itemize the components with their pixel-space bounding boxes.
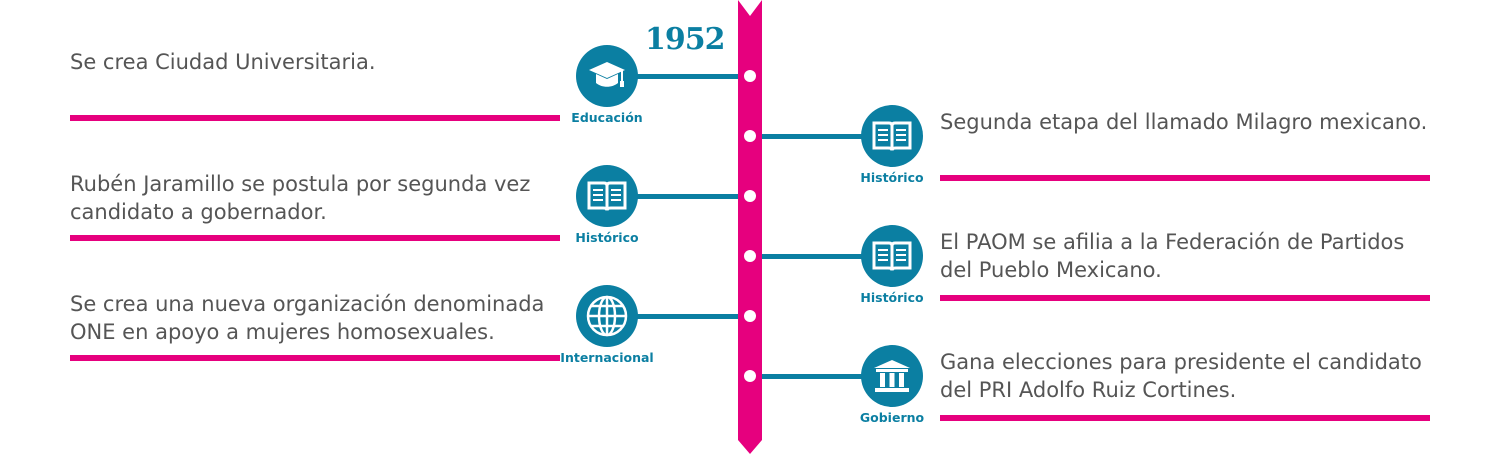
book-icon — [871, 119, 913, 153]
connector-line — [762, 254, 862, 259]
event-text: Se crea una nueva organización denominad… — [70, 292, 545, 344]
connector-line — [637, 74, 738, 79]
timeline-dot — [744, 190, 756, 202]
event-text: Segunda etapa del llamado Milagro mexica… — [940, 110, 1428, 134]
event-underline — [940, 415, 1430, 421]
category-badge — [861, 105, 923, 167]
globe-icon — [585, 294, 629, 338]
timeline-dot — [744, 130, 756, 142]
category-badge — [576, 165, 638, 227]
connector-line — [762, 134, 862, 139]
event-text: Rubén Jaramillo se postula por segunda v… — [70, 172, 531, 224]
book-icon — [871, 239, 913, 273]
timeline-dot — [744, 370, 756, 382]
category-badge — [576, 285, 638, 347]
government-building-icon — [872, 358, 912, 394]
year-label: 1952 — [645, 22, 725, 57]
event-underline — [940, 295, 1430, 301]
category-label: Histórico — [575, 230, 639, 245]
category-badge — [861, 345, 923, 407]
category-label: Internacional — [560, 350, 654, 365]
connector-line — [637, 194, 738, 199]
category-label: Histórico — [860, 290, 924, 305]
category-label: Educación — [571, 110, 643, 125]
event-text: Se crea Ciudad Universitaria. — [70, 50, 376, 74]
event-underline — [70, 355, 560, 361]
event-text: El PAOM se afilia a la Federación de Par… — [940, 230, 1405, 282]
event-underline — [70, 235, 560, 241]
event-underline — [70, 115, 560, 121]
category-label: Gobierno — [859, 410, 925, 425]
category-badge — [576, 45, 638, 107]
timeline-dot — [744, 70, 756, 82]
timeline-spine — [738, 0, 762, 454]
book-icon — [586, 179, 628, 213]
connector-line — [637, 314, 738, 319]
category-label: Histórico — [860, 170, 924, 185]
connector-line — [762, 374, 862, 379]
timeline-dot — [744, 310, 756, 322]
category-badge — [861, 225, 923, 287]
event-text: Gana elecciones para presidente el candi… — [940, 350, 1422, 402]
event-underline — [940, 175, 1430, 181]
timeline-dot — [744, 250, 756, 262]
graduation-cap-icon — [587, 58, 627, 94]
